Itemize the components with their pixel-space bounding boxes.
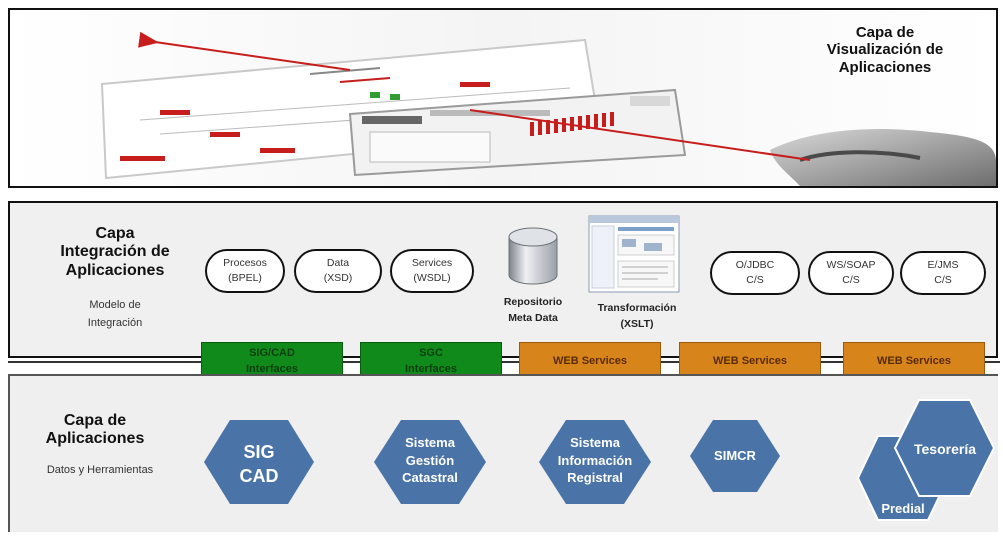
hex-label-sig-cad: SIG CAD [214, 440, 304, 489]
pill-label: Procesos [223, 257, 267, 270]
process-screen [100, 38, 602, 180]
hex-text: Registral [567, 470, 623, 486]
title-line: Visualización de [826, 41, 944, 59]
pill-label: Services [411, 257, 453, 270]
applications-layer-title: Capa de Aplicaciones [25, 412, 165, 449]
bar-label: WEB Services [553, 355, 627, 368]
hex-text: CAD [239, 466, 279, 487]
hex-text: Sistema [405, 435, 455, 450]
pill-label: (BPEL) [228, 272, 262, 284]
pill-procesos: Procesos (BPEL) [205, 249, 285, 293]
title-line: Aplicaciones [45, 430, 145, 448]
pointer-arrow [469, 109, 811, 161]
hex-text: Sistema [570, 435, 620, 450]
title-line: Capa [95, 225, 135, 242]
pill-label: Data [326, 257, 350, 270]
applications-layer [8, 374, 998, 532]
label-line: Meta Data [508, 311, 558, 324]
subtitle-line: Modelo de [89, 299, 141, 311]
transformation-label: Transformación (XSLT) [582, 301, 692, 333]
pill-label: (XSD) [323, 272, 353, 284]
hex-label-gestion-catastral: Sistema Gestión Catastral [376, 434, 484, 487]
database-icon [508, 227, 558, 285]
pill-label: O/JDBC [735, 259, 775, 272]
bar-label: WEB Services [877, 355, 951, 368]
hex-text: SIG [243, 442, 275, 462]
pill-label: C/S [746, 274, 764, 286]
subtitle-line: Integración [87, 316, 143, 329]
label-line: Transformación [597, 302, 677, 314]
repository-label: Repositorio Meta Data [486, 295, 580, 327]
pill-wssoap: WS/SOAP C/S [808, 251, 894, 295]
bus-line [8, 361, 1000, 363]
applications-layer-subtitle: Datos y Herramientas [46, 464, 154, 476]
bar-label: Interfaces [405, 363, 457, 375]
title-line: Aplicaciones [838, 58, 932, 76]
pill-services: Services (WSDL) [390, 249, 474, 293]
visualization-layer-title: Capa de Visualización de Aplicaciones [800, 24, 970, 76]
pill-label: E/JMS [927, 259, 959, 272]
dashboard-screen [348, 88, 687, 177]
hex-text: Tesorería [914, 441, 976, 457]
hex-label-simcr: SIMCR [692, 447, 778, 465]
bar-label: SIG/CAD [249, 347, 295, 360]
hand-pointer [770, 129, 996, 186]
hex-text: Información [557, 452, 633, 468]
navigation-arrow [138, 31, 351, 71]
title-line: Capa de [855, 24, 915, 41]
label-line: (XSLT) [620, 317, 654, 330]
hex-label-predial: Predial [868, 500, 938, 518]
pill-label: WS/SOAP [826, 259, 876, 272]
pill-label: (WSDL) [413, 272, 451, 284]
title-line: Capa de [63, 412, 127, 429]
pill-ojdbc: O/JDBC C/S [710, 251, 800, 295]
hex-text: SIMCR [714, 448, 756, 463]
title-line: Integración de [60, 243, 170, 261]
pill-label: C/S [842, 274, 860, 286]
bar-label: WEB Services [713, 355, 787, 368]
integration-layer-title: Capa Integración de Aplicaciones [40, 225, 190, 280]
bar-label: SGC [419, 347, 443, 360]
hex-label-informacion-registral: Sistema Información Registral [541, 434, 649, 487]
hex-text: Gestión [405, 452, 455, 468]
pill-ejms: E/JMS C/S [900, 251, 986, 295]
label-line: Repositorio [503, 296, 563, 308]
hex-text: Predial [881, 501, 925, 516]
title-line: Aplicaciones [65, 261, 165, 279]
pill-data: Data (XSD) [294, 249, 382, 293]
integration-layer-subtitle: Modelo de Integración [40, 297, 190, 332]
visualization-layer: Capa de Visualización de Aplicaciones [8, 8, 998, 188]
integration-layer: Capa Integración de Aplicaciones Modelo … [8, 201, 998, 358]
transformation-screenshot-icon [588, 215, 680, 293]
visualization-illustration [10, 10, 996, 186]
pill-label: C/S [934, 274, 952, 286]
bar-label: Interfaces [246, 363, 298, 375]
hex-text: Catastral [402, 470, 458, 486]
hex-label-tesoreria: Tesorería [900, 440, 990, 459]
